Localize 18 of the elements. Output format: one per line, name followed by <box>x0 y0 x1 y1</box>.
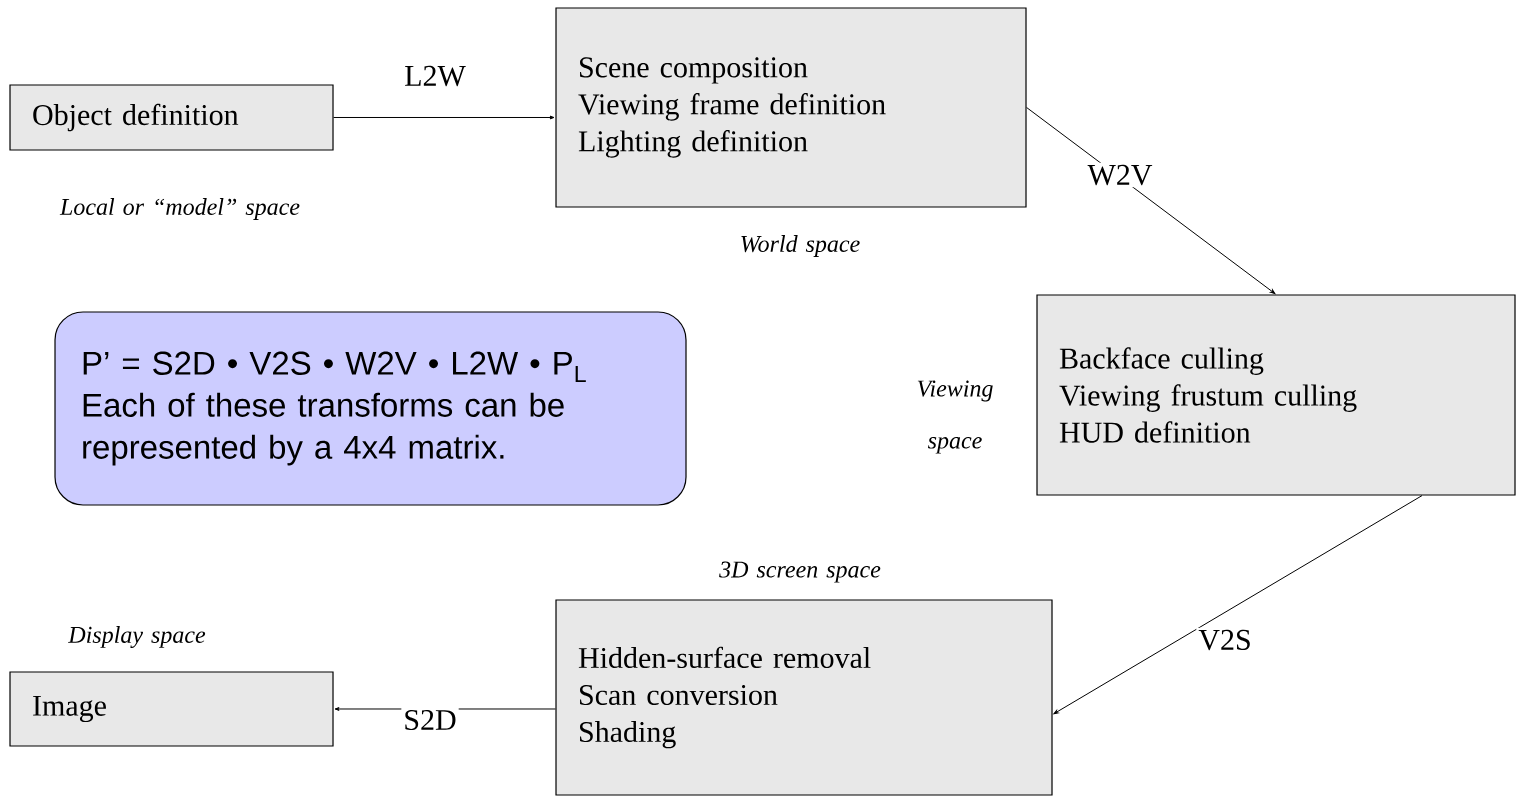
edge-label: L2W <box>402 63 468 89</box>
process-box: Object definition <box>9 84 334 151</box>
space-caption: Local or “model” space <box>59 198 300 220</box>
edge-label: W2V <box>1085 162 1155 188</box>
space-caption: 3D screen space <box>719 561 881 583</box>
arrow <box>333 115 555 120</box>
space-caption: World space <box>741 235 860 257</box>
space-caption: Viewing space <box>917 380 993 454</box>
edge-label: S2D <box>401 707 459 733</box>
process-box: Scene composition Viewing frame definition Lighting definition <box>555 7 1027 208</box>
arrow <box>1026 107 1276 294</box>
process-box: Image <box>9 671 334 747</box>
space-caption: Display space <box>68 626 206 648</box>
process-box: Backface culling Viewing frustum culling HUD definition <box>1036 294 1516 496</box>
formula-box: P’ = S2D • V2S • W2V • L2W • P$_{L}$ Each of these transforms can be represented by a 4x4 matrix. <box>54 311 687 506</box>
arrow <box>1053 495 1423 715</box>
edge-label: V2S <box>1196 627 1254 653</box>
process-box: Hidden-surface removal Scan conversion Shading <box>555 599 1053 796</box>
